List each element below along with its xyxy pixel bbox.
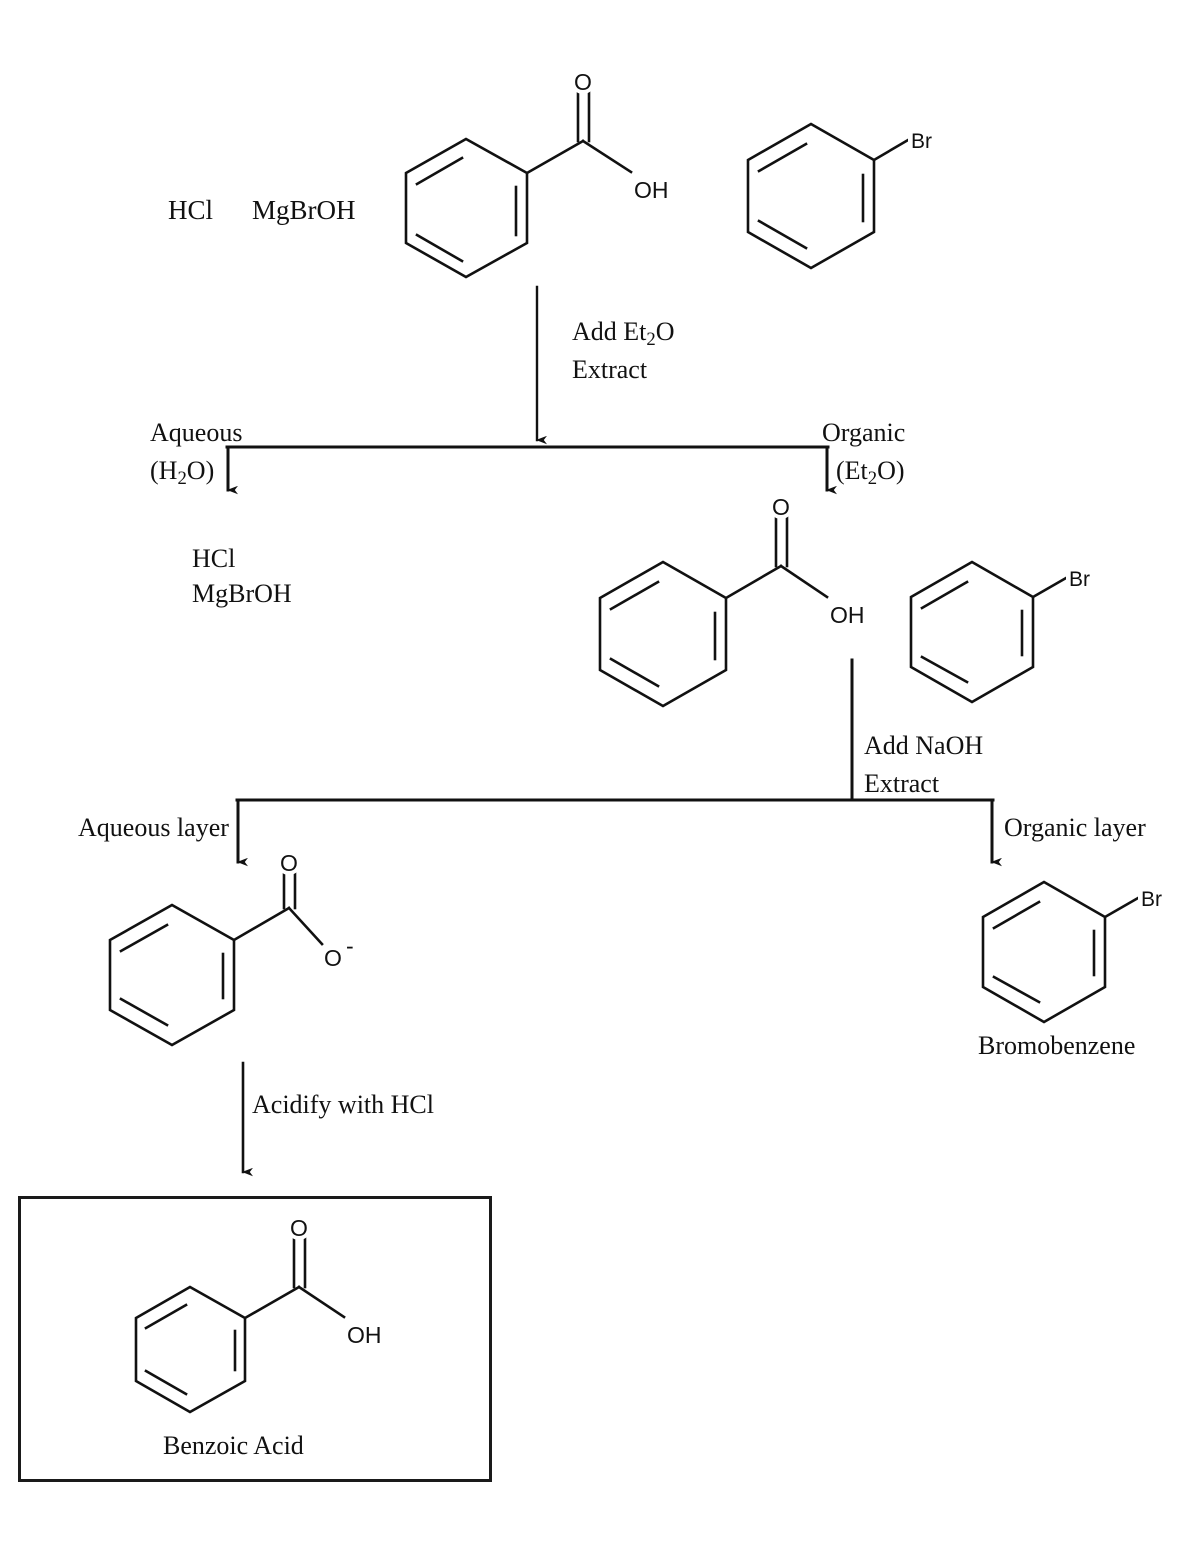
molecule-bromobenzene-mid bbox=[909, 560, 1068, 704]
split1-left-label-line1: Aqueous bbox=[150, 418, 243, 447]
split1-right-label-line1: Organic bbox=[822, 418, 906, 447]
atom-label-carbonyl-o-top: O bbox=[574, 69, 592, 95]
bromobenzene-product-caption: Bromobenzene bbox=[978, 1031, 1136, 1060]
step1-line1-pre: Add Et bbox=[572, 317, 647, 346]
molecule-benzoic-acid-top bbox=[404, 90, 633, 279]
step3-line1: Acidify with HCl bbox=[252, 1090, 434, 1119]
reagent-hcl: HCl bbox=[168, 195, 214, 225]
split1-right-label-line2: (Et2O) bbox=[836, 455, 905, 491]
split1-right-line2-pre: (Et bbox=[836, 456, 868, 485]
split1-right-line2-sub: 2 bbox=[867, 468, 878, 490]
step1-line1: Add Et2O bbox=[572, 316, 675, 352]
atom-label-anion-charge: - bbox=[346, 933, 354, 959]
split1-aqueous-product-mgbroh: MgBrOH bbox=[192, 579, 292, 608]
split2-right-label: Organic layer bbox=[1004, 813, 1146, 842]
molecule-benzoic-acid-mid bbox=[598, 515, 829, 708]
step1-line2: Extract bbox=[572, 355, 648, 384]
split1-left-line2-post: O) bbox=[186, 456, 215, 485]
final-product-box bbox=[18, 1196, 492, 1482]
benzoic-acid-product-caption: Benzoic Acid bbox=[163, 1431, 304, 1460]
split1-right-line2-post: O) bbox=[877, 456, 905, 485]
atom-label-anion-o: O bbox=[324, 945, 342, 971]
split2-left-label: Aqueous layer bbox=[78, 813, 229, 842]
atom-label-carbonyl-o-anion: O bbox=[280, 850, 298, 876]
split1-left-line2-sub: 2 bbox=[177, 468, 187, 490]
split1-left-label-line2: (H2O) bbox=[150, 455, 214, 491]
atom-label-carbonyl-o-mid: O bbox=[772, 494, 790, 520]
split1-left-line2-pre: (H bbox=[150, 456, 178, 485]
step2-line1: Add NaOH bbox=[864, 731, 984, 760]
molecule-bromobenzene-product bbox=[981, 880, 1140, 1024]
atom-label-hydroxyl-mid: OH bbox=[830, 602, 865, 628]
molecule-benzoate-anion bbox=[108, 871, 324, 1047]
reagent-mgbroh: MgBrOH bbox=[252, 195, 356, 225]
step1-line1-sub: 2 bbox=[646, 329, 656, 351]
molecule-bromobenzene-top bbox=[746, 122, 910, 270]
atom-label-hydroxyl-top: OH bbox=[634, 177, 669, 203]
atom-label-br-top: Br bbox=[911, 130, 932, 153]
split1-aqueous-product-hcl: HCl bbox=[192, 544, 236, 573]
atom-label-br-mid: Br bbox=[1069, 568, 1090, 591]
step2-line2: Extract bbox=[864, 769, 940, 798]
step1-line1-post: O bbox=[655, 317, 675, 346]
atom-label-br-product: Br bbox=[1141, 888, 1162, 911]
